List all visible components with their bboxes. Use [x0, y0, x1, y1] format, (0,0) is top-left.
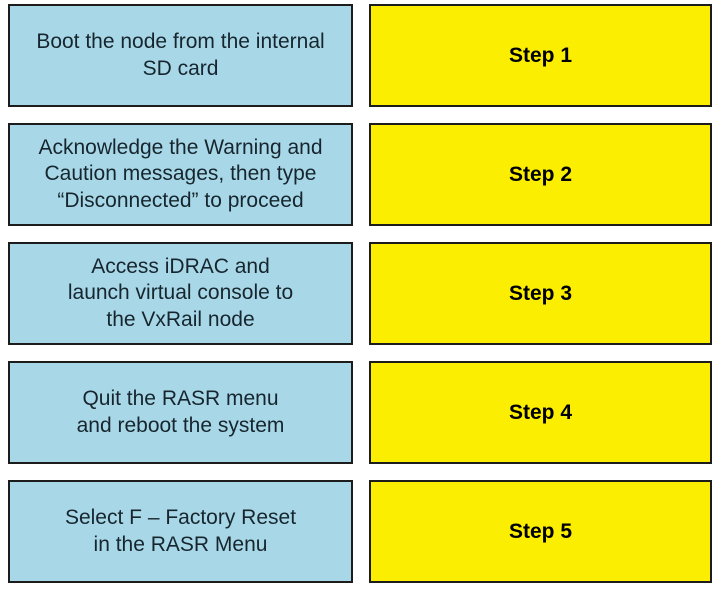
step-drop-zone-3[interactable]: Step 3	[369, 242, 712, 345]
task-box-boot-sd-card[interactable]: Boot the node from the internal SD card	[8, 4, 353, 107]
step-label: Step 4	[508, 400, 573, 424]
step-drop-zone-2[interactable]: Step 2	[369, 123, 712, 226]
step-drop-zone-5[interactable]: Step 5	[369, 480, 712, 583]
step-label: Step 1	[508, 43, 573, 67]
task-text: Select F – Factory Reset in the RASR Men…	[64, 506, 297, 556]
match-row-1: Boot the node from the internal SD card …	[8, 4, 712, 107]
task-box-acknowledge-warning[interactable]: Acknowledge the Warning and Caution mess…	[8, 123, 353, 226]
step-label: Step 3	[508, 281, 573, 305]
match-row-2: Acknowledge the Warning and Caution mess…	[8, 123, 712, 226]
match-row-5: Select F – Factory Reset in the RASR Men…	[8, 480, 712, 583]
step-drop-zone-1[interactable]: Step 1	[369, 4, 712, 107]
task-box-select-factory-reset[interactable]: Select F – Factory Reset in the RASR Men…	[8, 480, 353, 583]
task-box-access-idrac[interactable]: Access iDRAC and launch virtual console …	[8, 242, 353, 345]
step-label: Step 5	[508, 519, 573, 543]
step-label: Step 2	[508, 162, 573, 186]
match-row-3: Access iDRAC and launch virtual console …	[8, 242, 712, 345]
task-box-quit-rasr-menu[interactable]: Quit the RASR menu and reboot the system	[8, 361, 353, 464]
task-text: Acknowledge the Warning and Caution mess…	[38, 135, 323, 212]
task-text: Quit the RASR menu and reboot the system	[76, 387, 285, 437]
match-row-4: Quit the RASR menu and reboot the system…	[8, 361, 712, 464]
step-drop-zone-4[interactable]: Step 4	[369, 361, 712, 464]
task-text: Boot the node from the internal SD card	[36, 30, 325, 80]
task-text: Access iDRAC and launch virtual console …	[67, 254, 294, 331]
